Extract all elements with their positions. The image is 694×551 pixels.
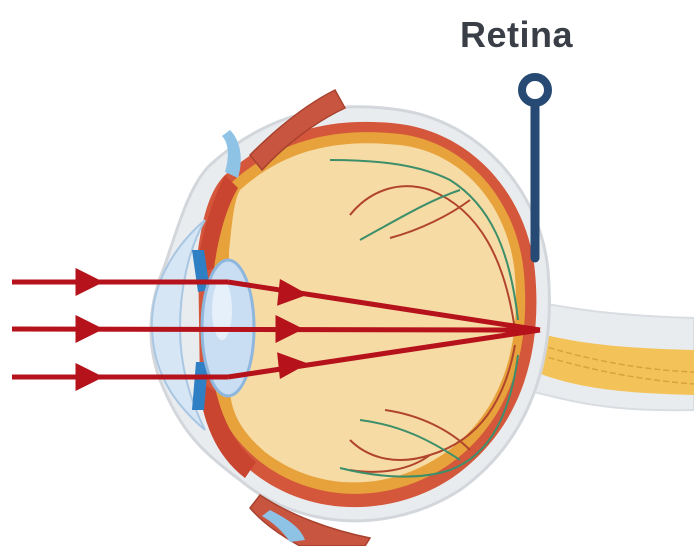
retina-pointer-ring [522,77,548,103]
arrowhead-icon [78,367,98,387]
arrowhead-icon [78,319,98,339]
arrowhead-icon [78,272,98,292]
retina-label: Retina [460,14,573,56]
